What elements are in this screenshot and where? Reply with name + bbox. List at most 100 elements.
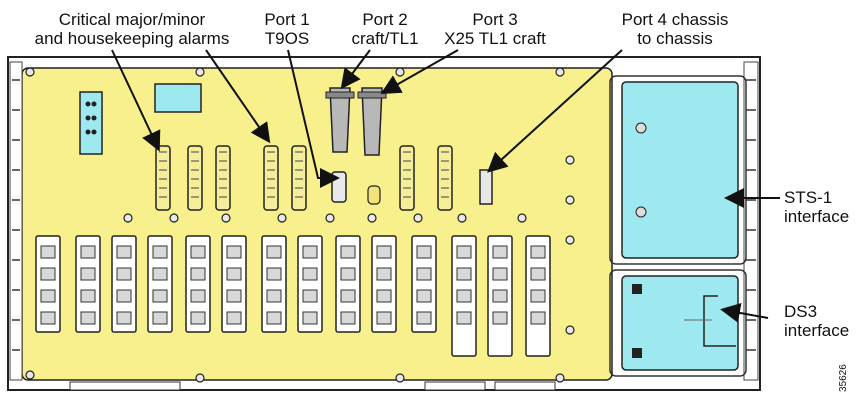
screw xyxy=(565,155,575,165)
port1-callout-line2: T9OS xyxy=(264,29,310,48)
block-pin xyxy=(376,245,392,259)
block-pin xyxy=(40,289,56,303)
figure-id: 35626 xyxy=(838,364,849,392)
screw xyxy=(517,213,527,223)
sts1-callout-line1: STS-1 xyxy=(784,188,833,207)
screw xyxy=(413,213,423,223)
block-pin xyxy=(530,267,546,281)
block-pin xyxy=(416,289,432,303)
block-pin xyxy=(340,289,356,303)
screw xyxy=(195,373,205,383)
block-pin xyxy=(456,311,472,325)
lower-connector-block xyxy=(111,235,137,333)
lower-connector-block xyxy=(221,235,247,333)
block-pin xyxy=(80,245,96,259)
bottom-strip-mid xyxy=(424,381,486,391)
block-pin xyxy=(492,311,508,325)
ds3-callout-line2: interface xyxy=(784,321,850,340)
screw xyxy=(277,213,287,223)
upper-connector xyxy=(291,145,307,211)
block-pin xyxy=(266,245,282,259)
block-pin xyxy=(190,289,206,303)
left-rail xyxy=(9,61,23,381)
upper-connector xyxy=(215,145,231,211)
lower-connector-block xyxy=(35,235,61,333)
block-pin xyxy=(376,289,392,303)
upper-connector xyxy=(399,145,415,211)
block-pin xyxy=(530,289,546,303)
block-pin xyxy=(80,311,96,325)
ds3-arrow xyxy=(720,303,769,323)
screw xyxy=(25,67,35,77)
port2-arrow xyxy=(340,49,371,90)
alarms-callout: Critical major/minor and housekeeping al… xyxy=(22,10,242,48)
sts1-screw-top xyxy=(635,122,647,134)
sts1-module xyxy=(621,81,739,259)
lower-connector-block xyxy=(335,235,361,333)
ds3-callout: DS3 interface xyxy=(784,302,860,340)
block-pin xyxy=(376,311,392,325)
block-pin xyxy=(492,267,508,281)
small-jack xyxy=(367,185,381,205)
block-pin xyxy=(302,267,318,281)
screw xyxy=(555,67,565,77)
block-pin xyxy=(152,311,168,325)
sts1-screw-bottom xyxy=(635,206,647,218)
port2-callout-line2: craft/TL1 xyxy=(351,29,419,48)
block-pin xyxy=(226,267,242,281)
screw xyxy=(457,213,467,223)
rail-ticks xyxy=(12,79,756,351)
port1-callout-line1: Port 1 xyxy=(264,10,310,29)
block-pin xyxy=(530,311,546,325)
screw xyxy=(395,373,405,383)
indicator-block xyxy=(79,91,103,155)
block-pin xyxy=(492,245,508,259)
upper-connector xyxy=(263,145,279,211)
right-rail xyxy=(743,61,759,381)
block-pin xyxy=(40,311,56,325)
block-pin xyxy=(152,245,168,259)
block-pin xyxy=(190,245,206,259)
block-pin xyxy=(340,245,356,259)
block-pin xyxy=(266,267,282,281)
screw xyxy=(395,67,405,77)
block-pin xyxy=(116,311,132,325)
block-pin xyxy=(530,245,546,259)
upper-connector xyxy=(437,145,453,211)
screw xyxy=(25,370,35,380)
block-pin xyxy=(152,289,168,303)
callout-arrows xyxy=(111,49,780,323)
port3-callout-line1: Port 3 xyxy=(472,10,518,29)
block-pin xyxy=(226,289,242,303)
port4-callout-line1: Port 4 chassis xyxy=(621,10,729,29)
block-pin xyxy=(190,267,206,281)
lower-connector-block xyxy=(185,235,211,333)
screw xyxy=(367,213,377,223)
port3-callout-line2: X25 TL1 craft xyxy=(444,29,546,48)
screw xyxy=(565,325,575,335)
ds3-cable xyxy=(703,295,736,347)
port1-connector xyxy=(331,171,347,203)
screw xyxy=(325,213,335,223)
lower-connector-block xyxy=(371,235,397,333)
ds3-callout-line1: DS3 xyxy=(784,302,818,321)
block-pin xyxy=(340,311,356,325)
block-pin xyxy=(302,245,318,259)
block-pin xyxy=(80,267,96,281)
block-pin xyxy=(492,289,508,303)
alarms-arrow-2 xyxy=(205,49,271,144)
indicator-dots xyxy=(85,101,97,135)
ds3-jack-top xyxy=(632,284,642,294)
lower-connector-block xyxy=(297,235,323,333)
sts1-callout-line2: interface xyxy=(784,207,850,226)
block-pin xyxy=(40,267,56,281)
upper-connector xyxy=(187,145,203,211)
ds3-jack-bottom xyxy=(632,348,642,358)
bottom-strip-right xyxy=(494,381,556,391)
block-pin xyxy=(190,311,206,325)
ds3-module-bracket xyxy=(609,269,747,377)
alarms-callout-line2: and housekeeping alarms xyxy=(34,29,230,48)
port4-arrow xyxy=(487,49,623,173)
backplane-panel xyxy=(21,67,613,381)
screw xyxy=(195,67,205,77)
